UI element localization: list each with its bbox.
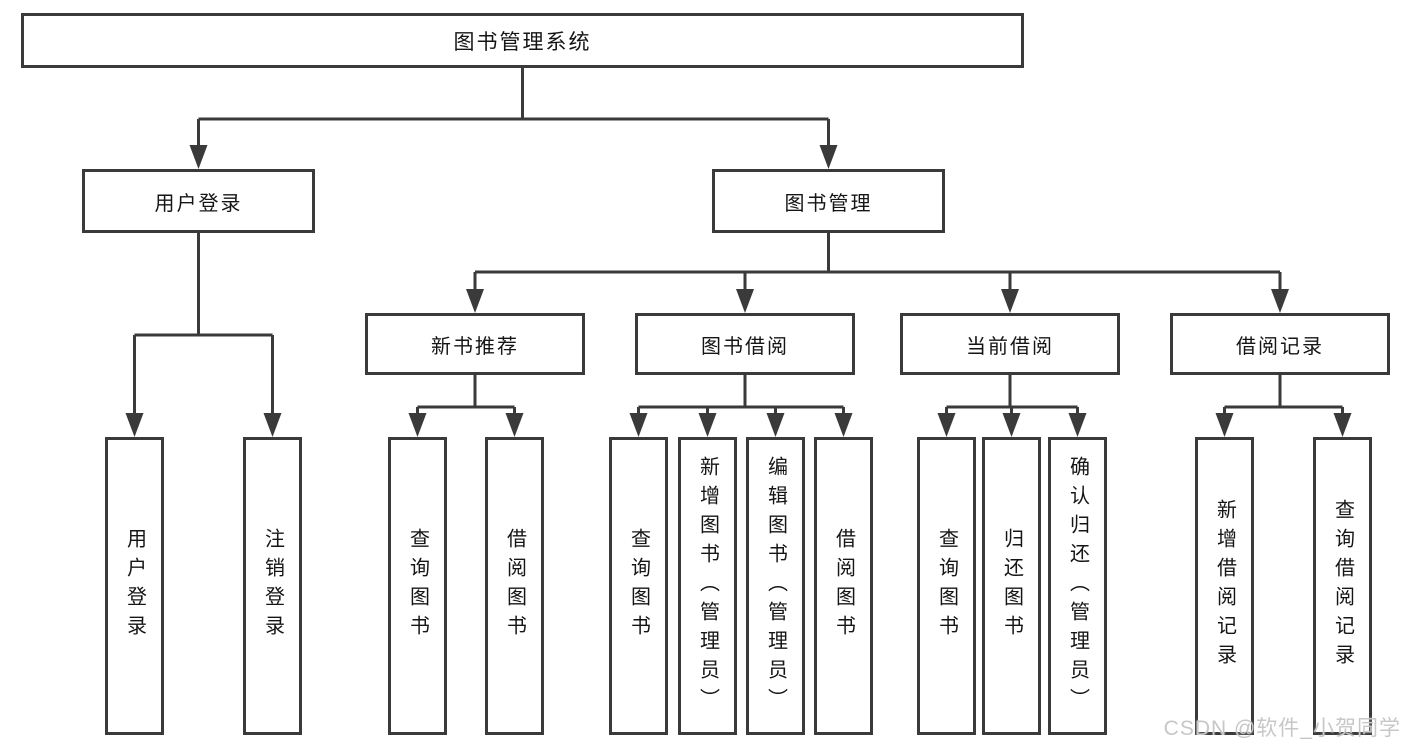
arrowhead xyxy=(1271,289,1289,313)
node-label: 借阅记录 xyxy=(1236,335,1324,358)
leaf-return-book: 归还图书 xyxy=(982,437,1041,735)
leaf-confirm-return-admin: 确认归还（管理员） xyxy=(1048,437,1107,735)
node-label: 查询图书 xyxy=(935,528,958,644)
arrowhead xyxy=(408,413,427,437)
arrowhead xyxy=(263,413,282,437)
leaf-borrow-books: 借阅图书 xyxy=(814,437,873,735)
node-label: 查询图书 xyxy=(406,528,429,644)
arrowhead xyxy=(698,413,717,437)
node-label: 编辑图书（管理员） xyxy=(764,455,787,717)
node-label: 借阅图书 xyxy=(832,528,855,644)
node-label: 查询借阅记录 xyxy=(1331,499,1354,673)
arrowhead xyxy=(819,145,838,169)
node-user-login: 用户登录 xyxy=(82,169,315,233)
node-label: 查询图书 xyxy=(627,528,650,644)
arrowhead xyxy=(937,413,956,437)
leaf-query-borrow-record: 查询借阅记录 xyxy=(1313,437,1372,735)
leaf-add-borrow-record: 新增借阅记录 xyxy=(1195,437,1254,735)
node-label: 归还图书 xyxy=(1000,528,1023,644)
node-label: 注销登录 xyxy=(261,528,284,644)
node-label: 确认归还（管理员） xyxy=(1066,455,1089,717)
arrowhead xyxy=(1068,413,1087,437)
node-current-borrowing: 当前借阅 xyxy=(900,313,1120,375)
leaf-add-book-admin: 新增图书（管理员） xyxy=(678,437,737,735)
arrowhead xyxy=(834,413,853,437)
node-label: 新增图书（管理员） xyxy=(696,455,719,717)
arrowhead xyxy=(466,289,484,313)
leaf-edit-book-admin: 编辑图书（管理员） xyxy=(746,437,805,735)
node-label: 新增借阅记录 xyxy=(1213,499,1236,673)
csdn-watermark: CSDN @软件_小贺同学 xyxy=(1163,717,1401,740)
leaf-query-books-borrow: 查询图书 xyxy=(609,437,668,735)
node-library-management-system: 图书管理系统 xyxy=(21,13,1024,68)
node-book-borrowing: 图书借阅 xyxy=(635,313,855,375)
arrowhead xyxy=(1001,289,1019,313)
arrowhead xyxy=(629,413,648,437)
node-new-book-recommendation: 新书推荐 xyxy=(365,313,585,375)
node-label: 图书借阅 xyxy=(701,335,789,358)
node-label: 当前借阅 xyxy=(966,335,1054,358)
arrowhead xyxy=(505,413,524,437)
node-book-management: 图书管理 xyxy=(712,169,945,233)
arrowhead xyxy=(1333,413,1352,437)
leaf-logout: 注销登录 xyxy=(243,437,302,735)
node-borrowing-records: 借阅记录 xyxy=(1170,313,1390,375)
leaf-borrow-books-recommend: 借阅图书 xyxy=(485,437,544,735)
leaf-query-books-recommend: 查询图书 xyxy=(388,437,447,735)
arrowhead xyxy=(736,289,754,313)
leaf-query-books-current: 查询图书 xyxy=(917,437,976,735)
node-label: 图书管理系统 xyxy=(453,30,592,54)
arrowhead xyxy=(766,413,785,437)
node-label: 新书推荐 xyxy=(431,335,519,358)
node-label: 借阅图书 xyxy=(503,528,526,644)
arrowhead xyxy=(189,145,208,169)
arrowhead xyxy=(125,413,144,437)
arrowhead xyxy=(1215,413,1234,437)
node-label: 图书管理 xyxy=(784,192,873,215)
node-label: 用户登录 xyxy=(154,192,243,215)
arrowhead xyxy=(1002,413,1021,437)
node-label: 用户登录 xyxy=(123,528,146,644)
leaf-user-login: 用户登录 xyxy=(105,437,164,735)
